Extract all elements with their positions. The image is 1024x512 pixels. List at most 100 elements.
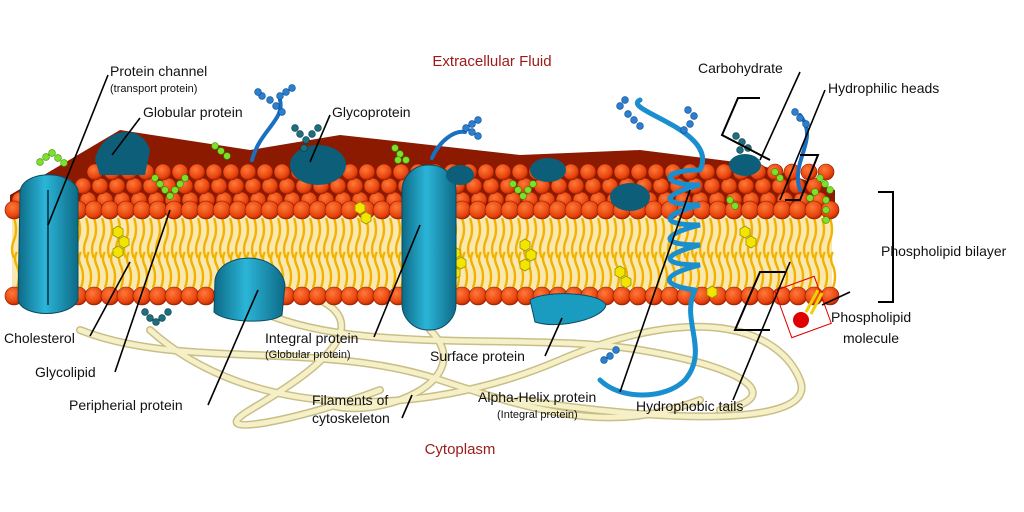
phospholipid-head [612, 286, 632, 306]
region-cytoplasm: Cytoplasm [425, 441, 496, 458]
label-alpha-helix-sub: (Integral protein) [497, 409, 578, 421]
sugar-bead [732, 132, 740, 140]
sugar-bead [816, 174, 824, 182]
phospholipid-head [244, 177, 262, 195]
label-glycoprotein: Glycoprotein [332, 104, 411, 120]
phospholipid-head [375, 163, 393, 181]
surface-protein [529, 293, 607, 326]
sugar-bead [468, 120, 476, 128]
sugar-bead [624, 110, 632, 118]
phospholipid-head [180, 200, 200, 220]
phospholipid-head [132, 200, 152, 220]
phospholipid-head [292, 200, 312, 220]
phospholipid-head [222, 163, 240, 181]
phospholipid-head [468, 286, 488, 306]
sugar-bead [308, 130, 316, 138]
sugar-bead [266, 96, 274, 104]
sugar-bead [796, 114, 804, 122]
phospholipid-head [820, 200, 840, 220]
label-cholesterol: Cholesterol [4, 330, 75, 346]
phospholipid-head [500, 200, 520, 220]
phospholipid-head [356, 286, 376, 306]
phospholipid-head [708, 200, 728, 220]
peripheral-protein [213, 257, 286, 322]
phospholipid-head [239, 163, 257, 181]
sugar-bead [223, 152, 231, 160]
label-filaments-2: cytoskeleton [312, 410, 390, 426]
sugar-bead [54, 154, 62, 162]
phospholipid-head [788, 200, 808, 220]
sugar-bead [146, 314, 154, 322]
phospholipid-head [363, 177, 381, 195]
phospholipid-head [346, 177, 364, 195]
sugar-bead [276, 92, 284, 100]
sugar-bead [152, 318, 160, 326]
phospholipid-head [567, 177, 585, 195]
phospholipid-head [392, 163, 410, 181]
phospholipid-head [477, 163, 495, 181]
sugar-bead [726, 196, 734, 204]
phospholipid-head [273, 163, 291, 181]
sugar-bead [164, 308, 172, 316]
phospholipid-head [740, 200, 760, 220]
label-phospholipid-molecule-2: molecule [843, 330, 899, 346]
sugar-bead [391, 144, 399, 152]
phospholipid-head [116, 200, 136, 220]
phospholipid-head [154, 163, 172, 181]
label-peripheral-protein: Peripherial protein [69, 397, 183, 413]
phospholipid-head [724, 286, 744, 306]
sugar-bead [60, 159, 68, 167]
sugar-bead [736, 146, 744, 154]
label-integral-protein-sub: (Globular protein) [265, 349, 351, 361]
label-protein-channel-sub: (transport protein) [110, 83, 197, 95]
phospholipid-head [84, 286, 104, 306]
phospholipid-head [276, 200, 296, 220]
sugar-bead [606, 352, 614, 360]
phospholipid-head [596, 200, 616, 220]
small-globular-proteins [446, 154, 761, 211]
phospholipid-head [100, 286, 120, 306]
sugar-bead [402, 156, 410, 164]
sugar-bead [291, 124, 299, 132]
sugar-bead [156, 180, 164, 188]
phospholipid-head [260, 200, 280, 220]
sugar-bead [686, 120, 694, 128]
phospholipid-head [148, 286, 168, 306]
sugar-bead [826, 186, 834, 194]
sugar-bead [822, 206, 830, 214]
phospholipid-head [180, 286, 200, 306]
phospholipid-head [324, 200, 344, 220]
label-phospholipid-bilayer: Phospholipid bilayer [881, 243, 1007, 259]
label-glycolipid: Glycolipid [35, 364, 96, 380]
sugar-bead [821, 180, 829, 188]
sugar-bead [314, 124, 322, 132]
sugar-bead [158, 314, 166, 322]
phospholipid-head [84, 200, 104, 220]
phospholipid-head [188, 163, 206, 181]
sugar-bead [254, 88, 262, 96]
phospholipid-head [164, 286, 184, 306]
sugar-bead [806, 194, 814, 202]
phospholipid-head [193, 177, 211, 195]
phospholipid-head [652, 177, 670, 195]
phospholipid-head [564, 200, 584, 220]
phospholipid-head [100, 200, 120, 220]
label-protein-channel: Protein channel [110, 63, 207, 79]
label-surface-protein: Surface protein [430, 348, 525, 364]
sugar-bead [296, 130, 304, 138]
sugar-bead [600, 356, 608, 364]
phospholipid-head [584, 177, 602, 195]
sugar-bead [519, 192, 527, 200]
phospholipid-head [205, 163, 223, 181]
label-alpha-helix: Alpha-Helix protein [478, 389, 596, 405]
sugar-bead [731, 202, 739, 210]
phospholipid-head [628, 286, 648, 306]
phospholipid-head [756, 200, 776, 220]
phospholipid-head [261, 177, 279, 195]
region-extracellular: Extracellular Fluid [432, 53, 551, 70]
sugar-bead [776, 174, 784, 182]
phospholipid-head [484, 286, 504, 306]
sugar-bead [42, 153, 50, 161]
phospholipid-head [579, 163, 597, 181]
phospholipid-head [358, 163, 376, 181]
